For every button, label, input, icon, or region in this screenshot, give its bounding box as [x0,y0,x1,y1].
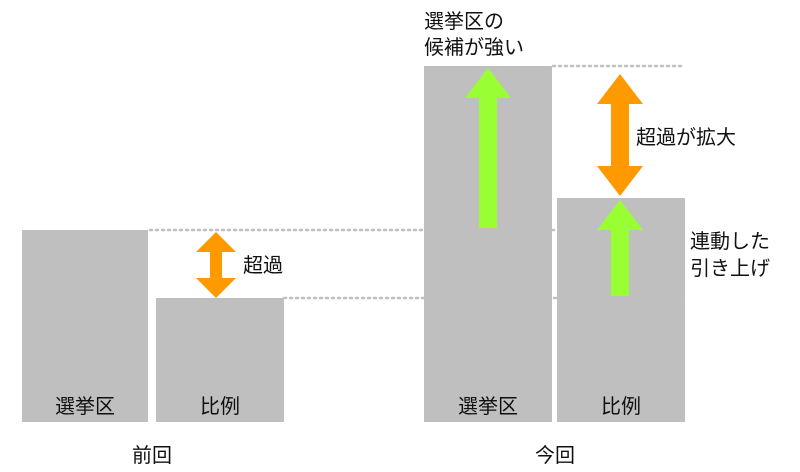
prev-pr-bar [156,298,284,422]
prev-excess-double-arrow-icon [196,232,236,298]
current-group-label: 今回 [535,443,575,467]
lift-label-line-2: 引き上げ [690,256,770,280]
prev-district-bar [22,230,148,422]
curr-excess-label: 超過が拡大 [636,125,736,149]
district-upward-arrow-icon [465,68,511,228]
district-callout-line-1: 選挙区の [424,9,504,33]
prev-excess-label: 超過 [243,253,283,277]
curr-excess-double-arrow-icon [597,74,643,196]
curr-pr-bar-label: 比例 [601,394,641,418]
lift-label-line-1: 連動した [690,229,770,253]
previous-group-label: 前回 [132,443,172,467]
district-callout-line-2: 候補が強い [424,35,524,59]
prev-district-bar-label: 選挙区 [55,394,115,418]
prev-pr-bar-label: 比例 [200,394,240,418]
pr-upward-arrow-icon [597,200,643,296]
curr-district-bar-label: 選挙区 [458,394,518,418]
